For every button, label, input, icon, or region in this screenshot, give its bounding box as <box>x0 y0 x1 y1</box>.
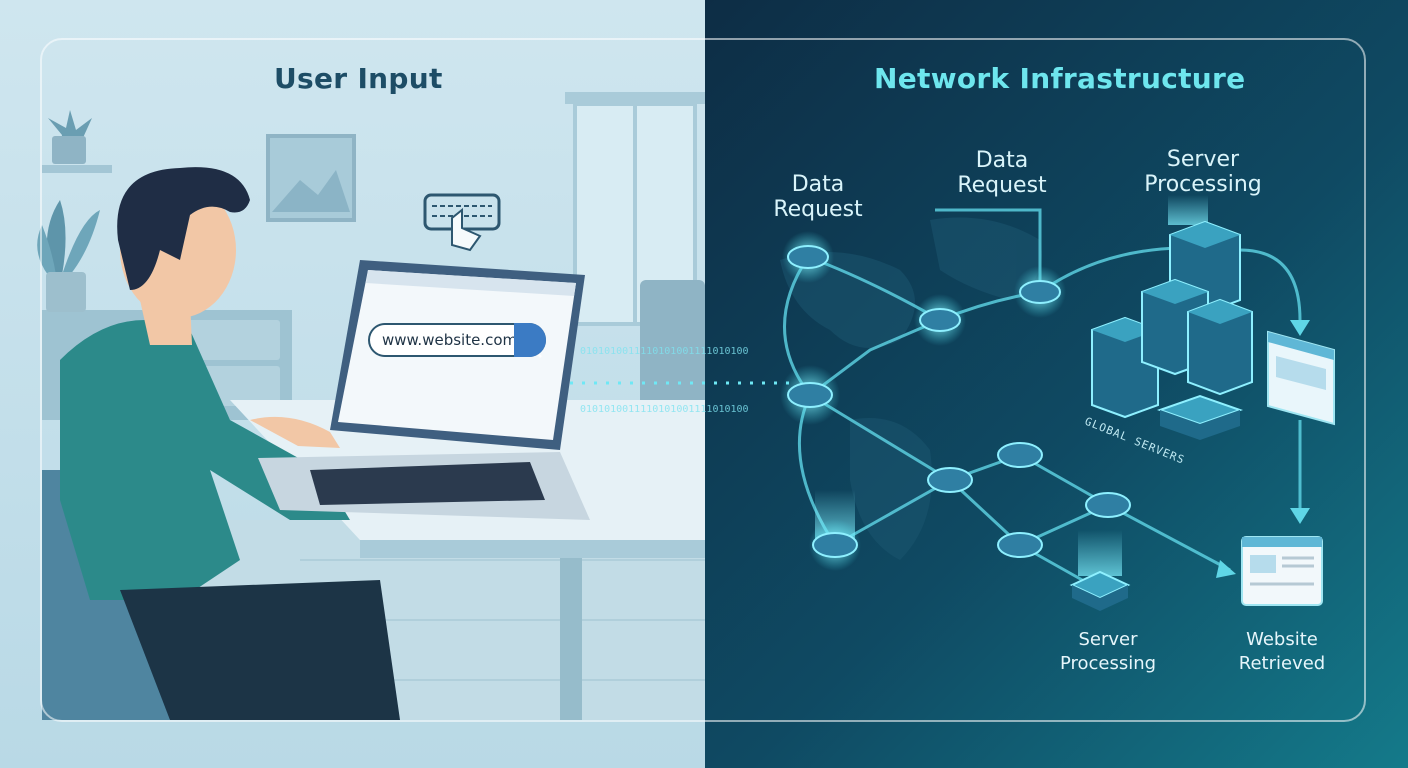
browser-url-bar[interactable]: www.website.com <box>368 323 548 359</box>
binary-stream-text-2: 0101010011110101001111010100 <box>580 404 749 415</box>
label-line: Retrieved <box>1238 653 1326 674</box>
label-line: Processing <box>1144 172 1262 197</box>
label-data-request-1: Data Request <box>768 172 868 222</box>
label-line: Request <box>773 197 863 222</box>
label-line: Request <box>957 173 1047 198</box>
label-server-processing-2: Server Processing <box>1048 628 1168 676</box>
browser-window-icon <box>1241 536 1323 606</box>
server-rack-icon <box>1069 530 1131 611</box>
search-button[interactable] <box>514 323 546 357</box>
outer-frame <box>40 38 1366 722</box>
label-line: Server <box>1078 629 1138 650</box>
browser-window-icon <box>1267 330 1335 426</box>
network-arrows <box>1216 320 1310 578</box>
server-rack-icon <box>1156 394 1244 440</box>
router-node-icon <box>1014 266 1066 318</box>
right-panel-title: Network Infrastructure <box>874 62 1246 95</box>
label-line: Server <box>1166 147 1240 172</box>
label-line: Data <box>791 172 845 197</box>
router-node-icon <box>997 532 1043 558</box>
label-data-request-2: Data Request <box>952 148 1052 198</box>
label-website-retrieved: Website Retrieved <box>1222 628 1342 676</box>
label-server-processing-1: Server Processing <box>1128 147 1278 197</box>
label-line: Processing <box>1059 653 1157 674</box>
router-node-icon <box>914 294 966 346</box>
router-node-icon <box>1085 492 1131 518</box>
server-rack-icon <box>1187 298 1253 396</box>
router-node-icon <box>997 442 1043 468</box>
binary-stream-text: 0101010011110101001111010100 <box>580 346 749 357</box>
router-node-icon <box>809 490 861 571</box>
label-line: Data <box>975 148 1029 173</box>
person-illustration <box>42 167 420 720</box>
router-node-icon <box>782 231 834 283</box>
keyboard-click-icon <box>423 193 501 252</box>
picture-frame-icon <box>266 134 356 222</box>
label-line: Website <box>1246 629 1318 650</box>
router-node-icon <box>780 365 840 425</box>
left-panel-title: User Input <box>274 62 443 95</box>
url-text: www.website.com <box>382 331 518 349</box>
router-node-icon <box>927 467 973 493</box>
